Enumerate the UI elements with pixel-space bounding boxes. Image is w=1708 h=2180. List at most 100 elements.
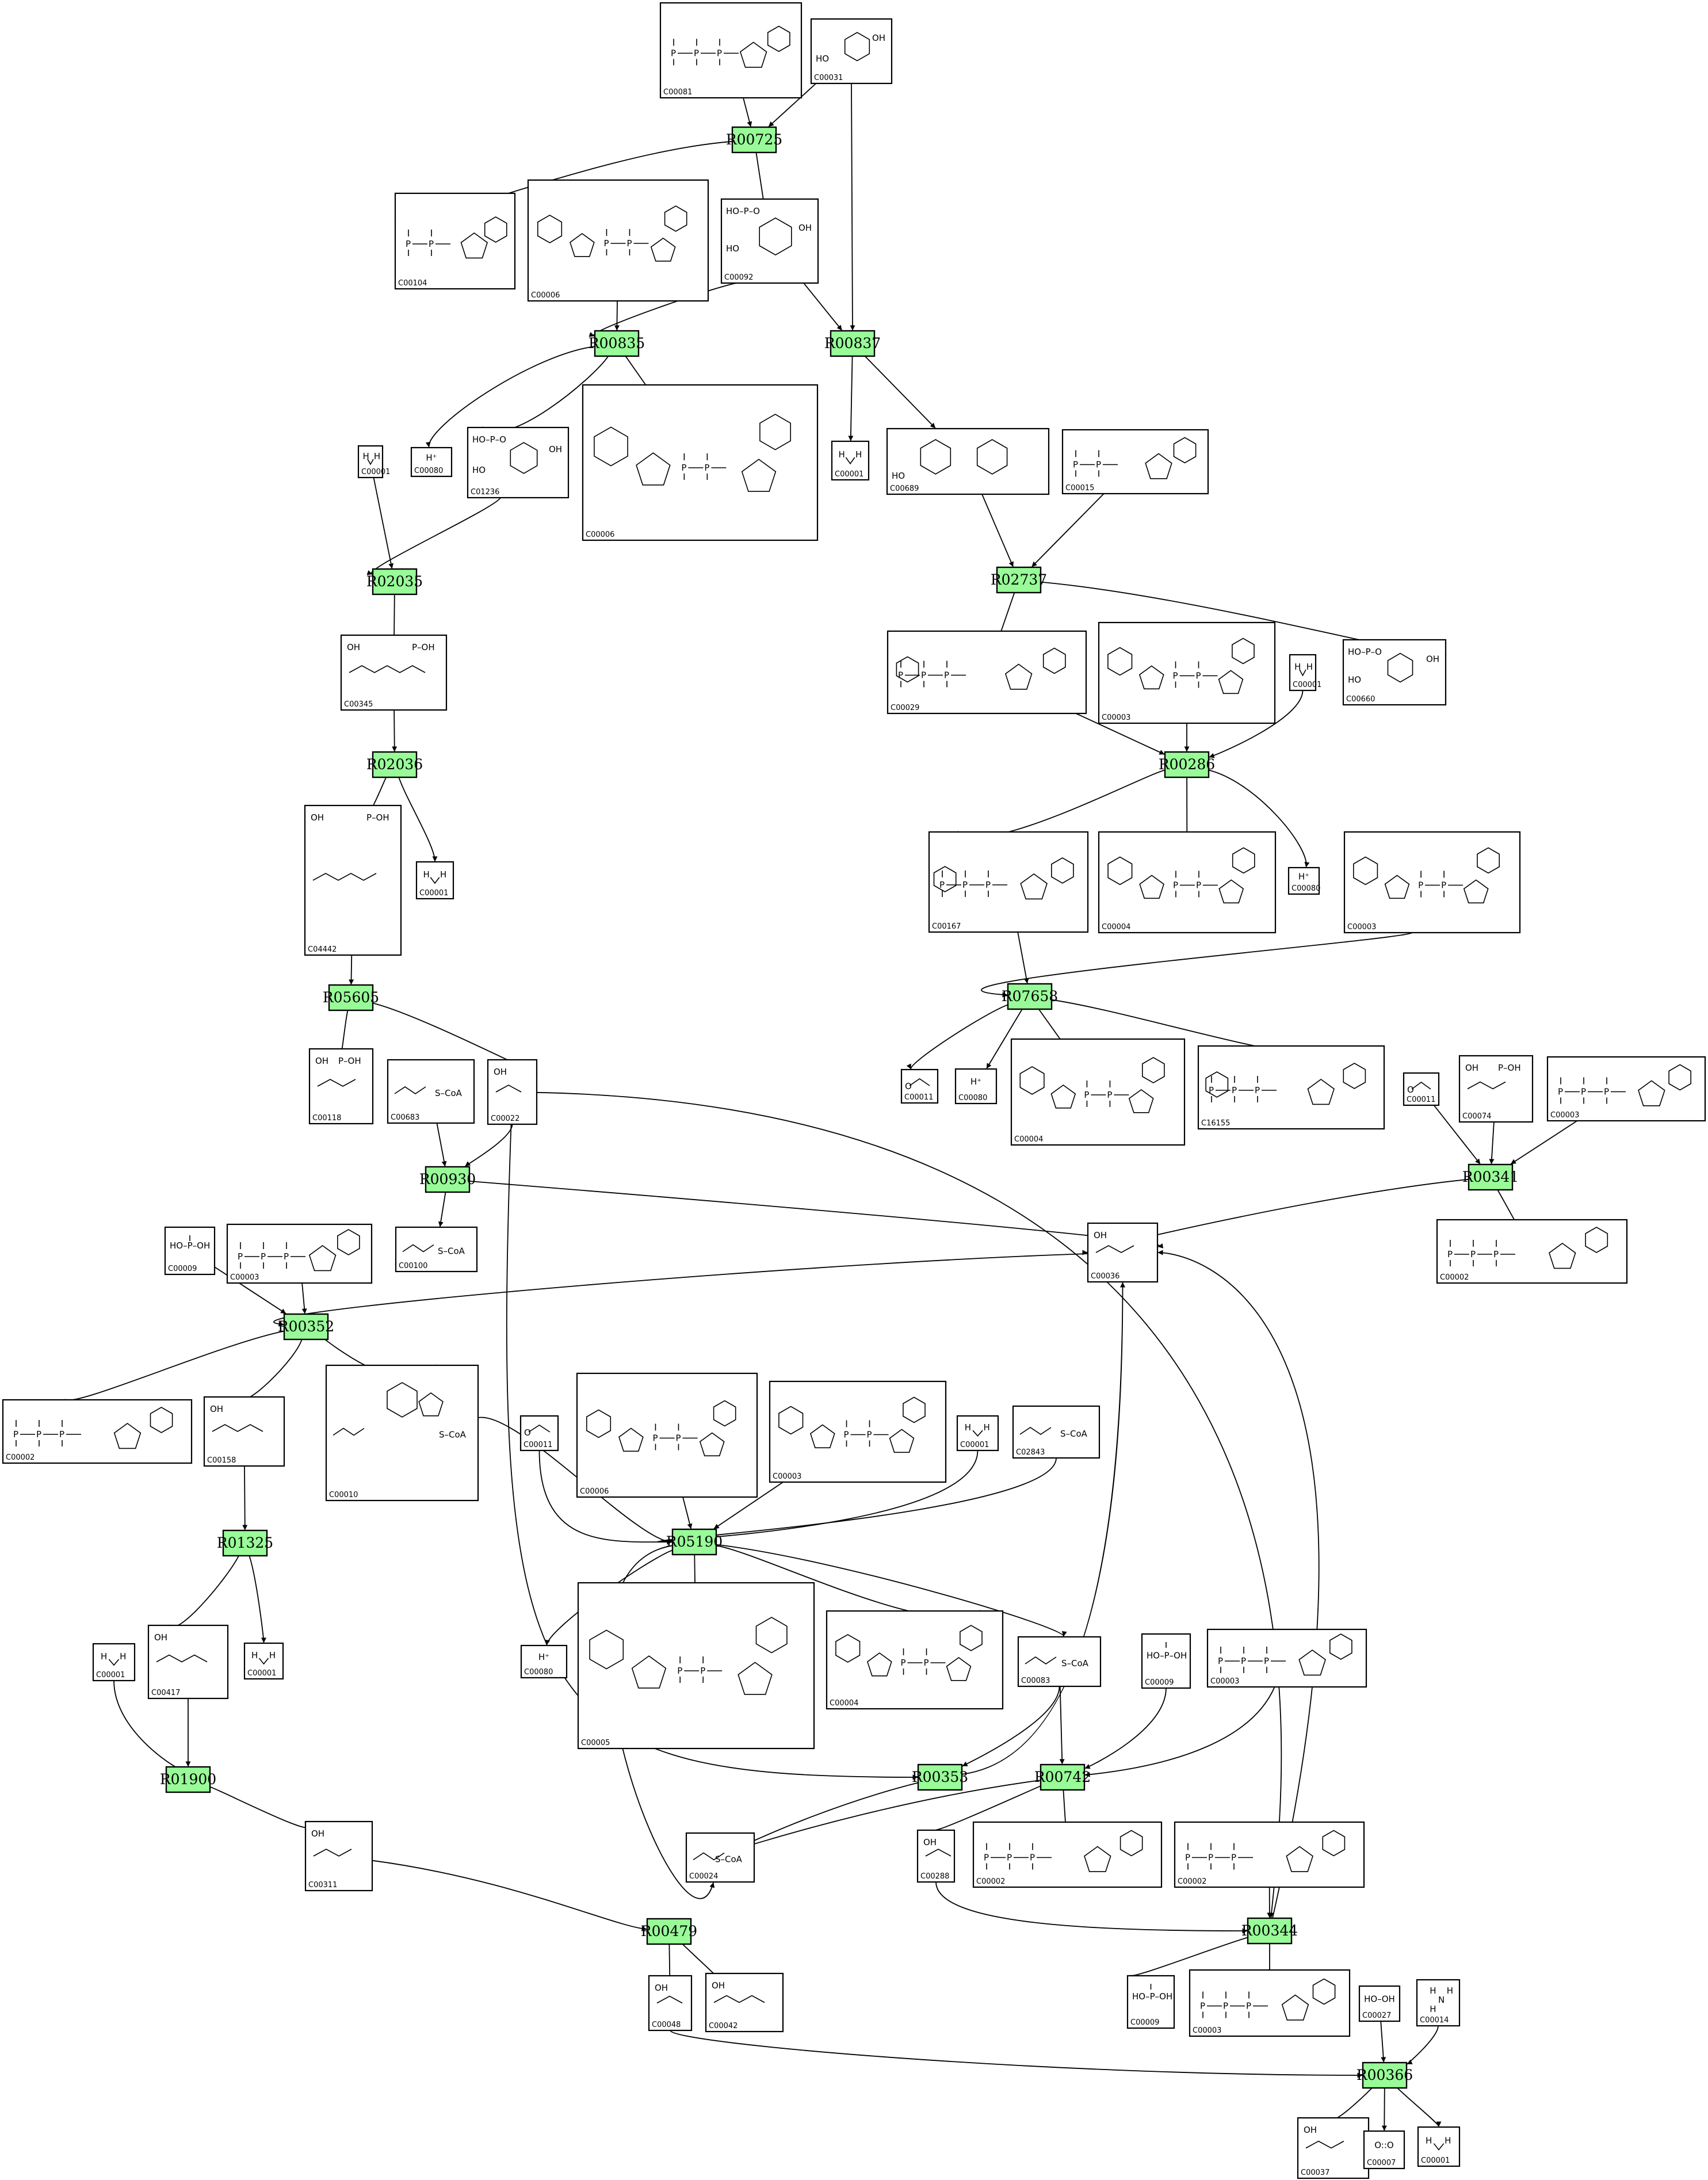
reaction-R02737[interactable]: R02737 — [991, 566, 1047, 594]
reaction-R02035[interactable]: R02035 — [366, 568, 423, 595]
reaction-R01900[interactable]: R01900 — [160, 1766, 216, 1793]
reaction-R01325[interactable]: R01325 — [217, 1529, 273, 1557]
reaction-R00353[interactable]: R00353 — [912, 1763, 968, 1791]
reaction-R02036[interactable]: R02036 — [366, 751, 423, 778]
reaction-R07658[interactable]: R07658 — [1002, 983, 1058, 1010]
compound-C00080[interactable]: H⁺C00080 — [1287, 866, 1320, 895]
reaction-R00344[interactable]: R00344 — [1241, 1917, 1298, 1945]
svg-text:P: P — [1209, 1085, 1214, 1095]
svg-text:P: P — [626, 238, 632, 249]
reaction-R00352[interactable]: R00352 — [278, 1313, 334, 1341]
svg-text:P: P — [1223, 2001, 1228, 2011]
reaction-R05605[interactable]: R05605 — [323, 984, 379, 1011]
reaction-R00286[interactable]: R00286 — [1159, 751, 1215, 778]
svg-text:P–OH: P–OH — [1498, 1063, 1521, 1073]
reaction-R00930[interactable]: R00930 — [419, 1166, 476, 1193]
reaction-R00742[interactable]: R00742 — [1034, 1763, 1091, 1791]
reaction-R00341[interactable]: R00341 — [1462, 1163, 1519, 1191]
compound-box — [1012, 1405, 1101, 1459]
svg-text:P: P — [1007, 1853, 1012, 1863]
structure-glyph: OH — [154, 1632, 208, 1663]
compound-C00080[interactable]: H⁺C00080 — [520, 1644, 568, 1679]
compound-C00080[interactable]: H⁺C00080 — [410, 446, 453, 478]
reaction-R00479[interactable]: R00479 — [641, 1918, 697, 1945]
reaction-R00725[interactable]: R00725 — [726, 126, 782, 154]
edge-c25-to-R00930 — [436, 1123, 447, 1167]
compound-C00080[interactable]: H⁺C00080 — [954, 1068, 998, 1105]
reaction-R00366[interactable]: R00366 — [1357, 2061, 1413, 2089]
reaction-R00835[interactable]: R00835 — [589, 330, 645, 357]
reaction-R00837[interactable]: R00837 — [824, 330, 881, 357]
reaction-R05190[interactable]: R05190 — [666, 1528, 723, 1556]
compound-box — [387, 1059, 475, 1124]
